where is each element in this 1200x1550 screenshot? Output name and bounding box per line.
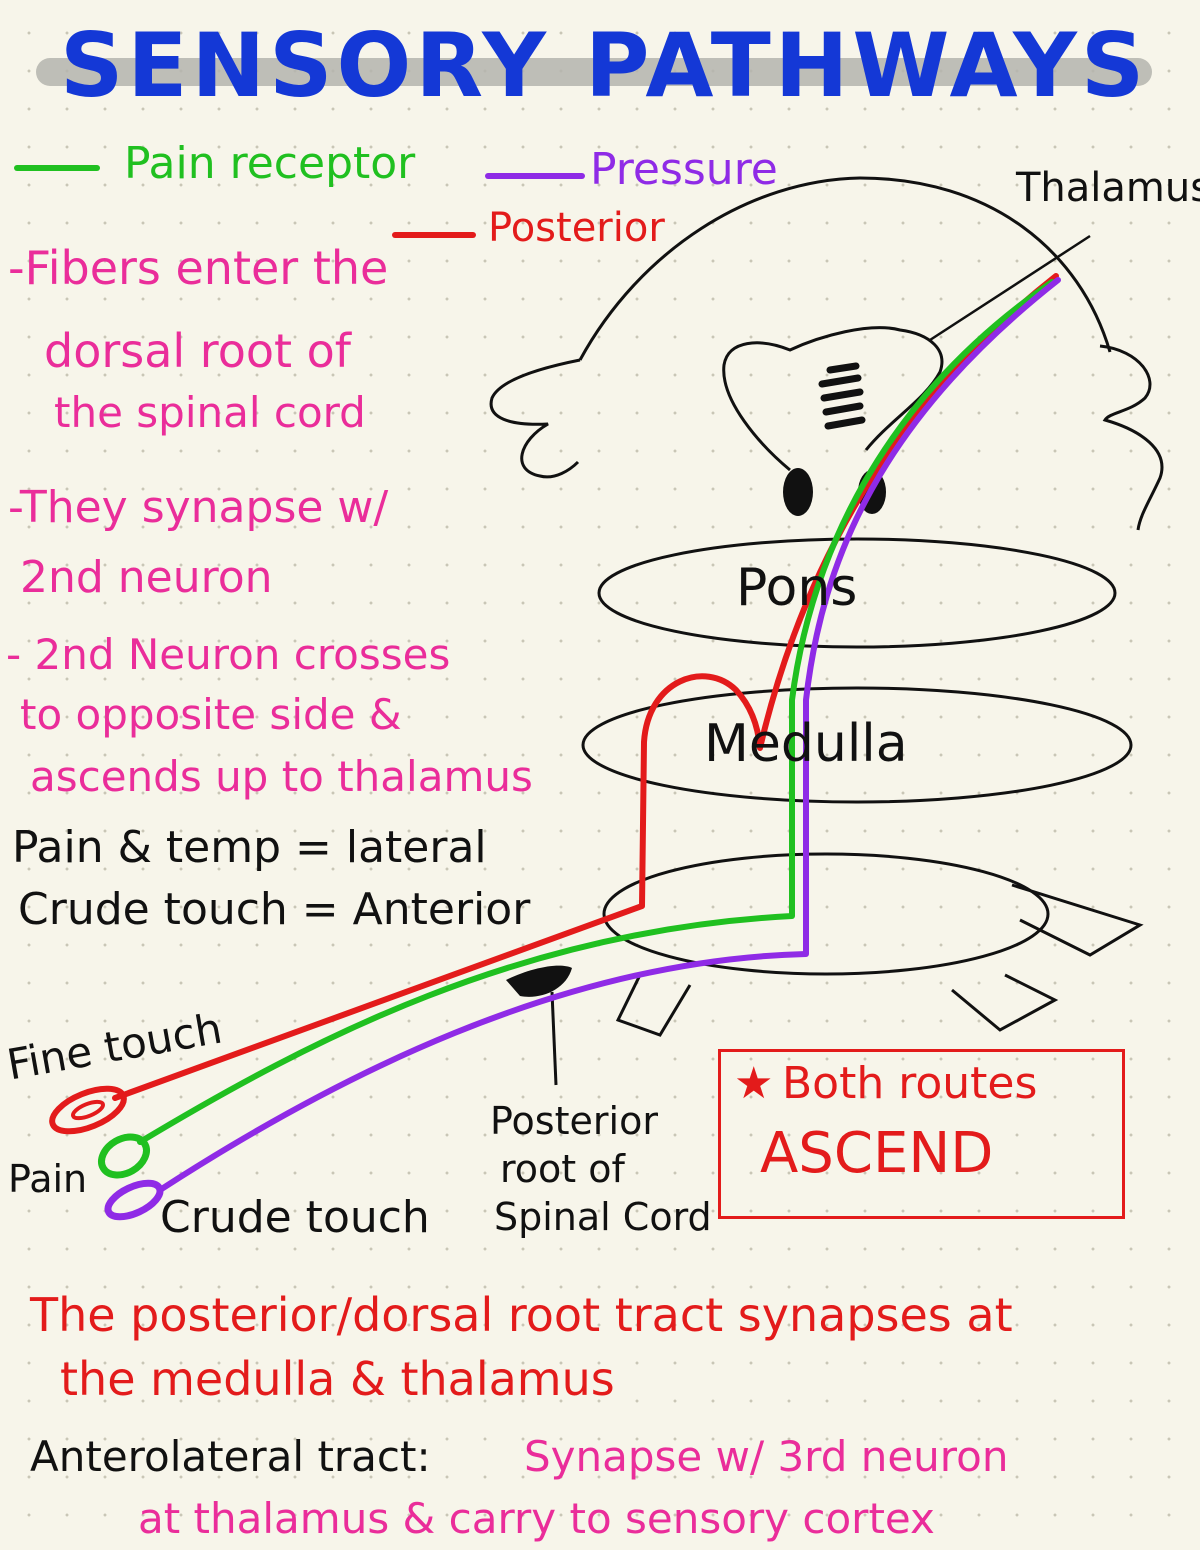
anterolateral-label: Anterolateral tract:: [30, 1432, 431, 1481]
posterior-root-label-line: root of: [500, 1147, 625, 1191]
spinal-cord-disc: [602, 852, 1050, 976]
callout-line-2: ASCEND: [760, 1121, 994, 1186]
brain-outline: [578, 176, 1112, 361]
spinal-cord-lower-left: [615, 974, 692, 1037]
posterior-root-pointer: [550, 991, 558, 1086]
callout-box: [718, 1049, 1125, 1219]
anterolateral-text-2: at thalamus & carry to sensory cortex: [138, 1494, 935, 1543]
red-pathway: [112, 273, 1059, 1101]
legend-purple-line: [485, 173, 585, 179]
title-sensory: SENSORY: [60, 14, 550, 117]
note-line: dorsal root of: [44, 324, 351, 378]
legend-green-line: [14, 165, 100, 171]
posterior-root-label-line: Posterior: [490, 1099, 658, 1143]
note-line: to opposite side &: [20, 690, 402, 739]
medulla-label: Medulla: [704, 714, 908, 774]
fine-touch-receptor: [49, 1085, 127, 1135]
posterior-root-label-line: Spinal Cord: [494, 1195, 712, 1239]
pain-label: Pain: [8, 1157, 88, 1201]
note-line: -They synapse w/: [8, 482, 389, 533]
crude-touch-receptor: [104, 1179, 164, 1221]
note-line: -Fibers enter the: [8, 241, 389, 295]
medulla-ellipse: [581, 686, 1133, 804]
note-line: ascends up to thalamus: [30, 752, 533, 801]
note-line: the spinal cord: [54, 388, 366, 437]
thalamus-dot-left: [783, 468, 813, 516]
star-icon: ★: [734, 1058, 774, 1109]
pons-label: Pons: [736, 558, 858, 618]
crude-touch-label: Crude touch: [160, 1192, 430, 1243]
anterolateral-text-1: Synapse w/ 3rd neuron: [524, 1432, 1009, 1481]
left-cortex-fold: [489, 358, 581, 479]
tract-note-lateral: Pain & temp = lateral: [12, 822, 487, 873]
footer-line-1: The posterior/dorsal root tract synapses…: [30, 1288, 1013, 1342]
green-pathway: [137, 279, 1055, 1145]
callout-line-1: Both routes: [782, 1058, 1038, 1109]
pain-receptor: [98, 1133, 150, 1179]
tract-note-anterior: Crude touch = Anterior: [18, 884, 531, 935]
footer-line-2: the medulla & thalamus: [60, 1352, 615, 1406]
title-highlight: [36, 58, 1152, 86]
thalamus-label: Thalamus: [1016, 165, 1200, 211]
title-pathways: PATHWAYS: [585, 14, 1149, 117]
thalamus-pointer: [929, 234, 1091, 342]
legend-pain-receptor: Pain receptor: [124, 138, 416, 189]
spinal-cord-wing-right: [1011, 883, 1144, 957]
thalamus-coil: [818, 362, 866, 430]
right-cortex-fold: [1099, 344, 1164, 531]
purple-pathway: [157, 277, 1061, 1193]
fine-touch-receptor-inner: [70, 1099, 106, 1121]
legend-posterior: Posterior: [488, 205, 665, 251]
note-line: - 2nd Neuron crosses: [6, 630, 451, 679]
note-line: 2nd neuron: [20, 552, 273, 603]
legend-pressure: Pressure: [590, 144, 778, 195]
spinal-cord-lower-right: [951, 973, 1059, 1032]
legend-red-line: [392, 232, 476, 238]
pons-ellipse: [597, 537, 1117, 649]
posterior-root-ganglion: [506, 965, 572, 997]
